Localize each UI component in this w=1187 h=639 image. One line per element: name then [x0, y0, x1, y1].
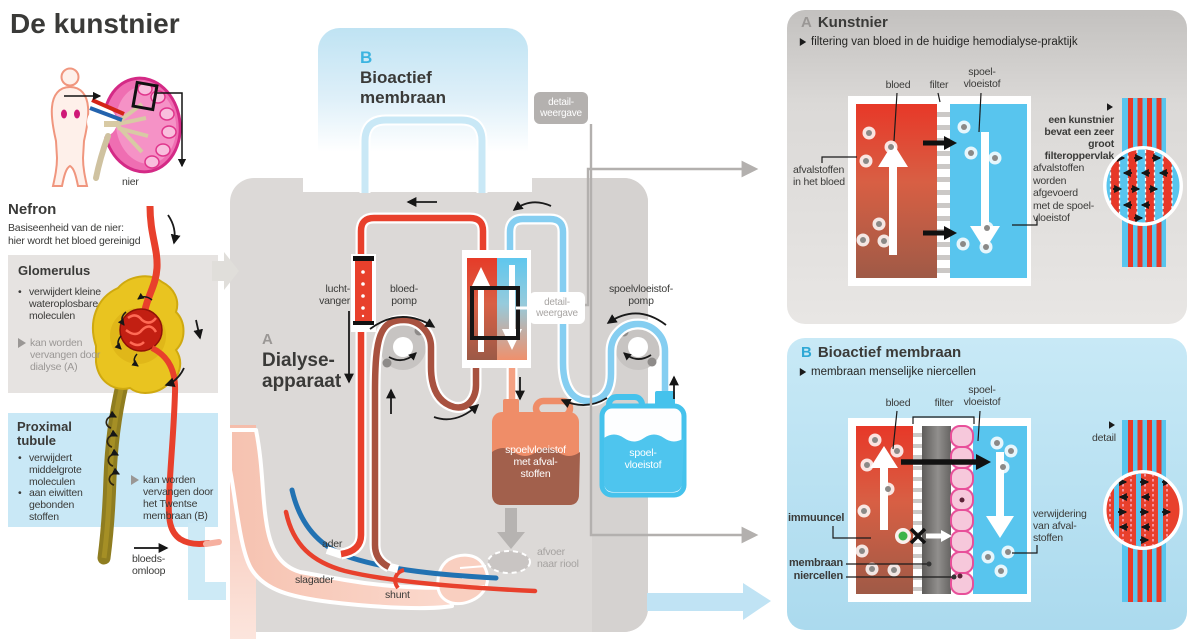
dialysate-pump-label: spoelvloeistof- pomp	[608, 283, 674, 307]
glomerulus-heading: Glomerulus	[18, 263, 91, 278]
blood-pump-label: bloed- pomp	[390, 283, 418, 307]
panel-a-right-note: afvalstoffen worden afgevoerd met de spo…	[1033, 162, 1095, 224]
panel-b-right-note: verwijdering van afval- stoffen	[1033, 508, 1087, 544]
bullet-icon: •	[18, 487, 22, 499]
panel-b-subtitle: membraan menselijke niercellen	[799, 366, 976, 378]
human-figure-illustration	[50, 67, 90, 187]
panel-a-bloed-label: bloed	[885, 79, 911, 91]
panel-a-left-note: afvalstoffen in het bloed	[793, 164, 845, 188]
kidney-zoom-box	[131, 80, 159, 112]
circulation-connector-horizontal	[188, 582, 226, 600]
detail-view-tag-filter: detail- weergave	[529, 292, 585, 324]
membrane-box-letter: B	[360, 48, 373, 67]
panel-b-membrane-column	[922, 426, 951, 594]
note-arrow-icon	[18, 338, 26, 348]
panel-b-dialysate-side	[973, 426, 1027, 594]
detail-arrow-icon	[1109, 421, 1115, 429]
panel-a-blood-side	[856, 104, 937, 278]
panel-b-letter: B	[801, 344, 812, 361]
machine-letter: A	[262, 331, 273, 348]
panel-b-bloed-label: bloed	[885, 397, 911, 409]
kidney-illustration	[64, 76, 187, 181]
panel-a-subtitle-text: filtering van bloed in de huidige hemodi…	[811, 36, 1078, 48]
panel-a-title: Kunstnier	[817, 14, 888, 31]
machine-title: Dialyse- apparaat	[262, 350, 342, 392]
shunt-label: shunt	[385, 589, 410, 601]
glomerulus-bullet-text: verwijdert kleine wateroplosbare molecul…	[29, 286, 101, 322]
dialysis-machine-right-strip	[592, 178, 648, 632]
proximal-bullet-1-text: verwijdert middelgrote moleculen	[29, 452, 82, 488]
vein-label: ader	[322, 538, 343, 550]
panel-b-spoelvloeistof-label: spoel- vloeistof	[963, 384, 1001, 408]
panel-b-membrane-dashes	[913, 426, 922, 594]
membrane-box-title: Bioactief membraan	[360, 68, 446, 107]
subtitle-arrow-icon	[799, 38, 807, 46]
subtitle-arrow-icon	[799, 368, 807, 376]
panel-a-filter-label: filter	[929, 79, 949, 91]
kidney-caption: nier	[122, 176, 139, 188]
glomerulus-note: kan worden vervangen door dialyse (A)	[18, 337, 118, 373]
air-trap-label: lucht- vanger	[319, 283, 350, 307]
machine-to-panel-b-arrow	[647, 583, 771, 620]
bullet-icon: •	[18, 452, 22, 464]
panel-a-letter: A	[801, 14, 812, 31]
panel-b-filter-label: filter	[934, 397, 954, 409]
proximal-bullet-2-text: aan eiwitten gebonden stoffen	[29, 487, 83, 523]
drain-label: afvoer naar riool	[537, 546, 579, 570]
panel-b-header: B Bioactief membraan	[801, 344, 961, 361]
clean-container-label: spoel- vloeistof	[624, 447, 662, 471]
glomerulus-bullet: • verwijdert kleine wateroplosbare molec…	[18, 286, 113, 322]
panel-a-filter-membrane	[937, 104, 950, 278]
panel-b-title: Bioactief membraan	[817, 344, 962, 361]
niercellen-label: niercellen	[793, 570, 844, 582]
panel-b-blood-side	[856, 426, 913, 594]
glomerulus-note-text: kan worden vervangen door dialyse (A)	[30, 337, 101, 373]
panel-a-subtitle: filtering van bloed in de huidige hemodi…	[799, 36, 1078, 48]
proximal-bullet-1: • verwijdert middelgrote moleculen	[18, 452, 108, 488]
detail-arrow-icon	[1107, 103, 1113, 111]
proximal-note-text: kan worden vervangen door het Twentse me…	[143, 474, 214, 522]
panel-b-subtitle-text: membraan menselijke niercellen	[811, 366, 976, 378]
proximal-heading: Proximal tubule	[17, 419, 72, 448]
immuuncel-label: immuuncel	[788, 512, 845, 524]
bloodloop-label: bloeds- omloop	[132, 553, 166, 577]
page-title: De kunstnier	[10, 8, 180, 39]
artery-label: slagader	[295, 574, 334, 586]
note-arrow-icon	[131, 475, 139, 485]
panel-b-detail-label: detail	[1092, 432, 1116, 444]
panel-a-header: A Kunstnier	[801, 14, 888, 31]
bullet-icon: •	[18, 286, 22, 298]
proximal-bullet-2: • aan eiwitten gebonden stoffen	[18, 487, 108, 523]
nefron-subtitle: Basiseenheid van de nier: hier wordt het…	[8, 222, 141, 247]
nefron-heading: Nefron	[8, 201, 57, 218]
membraan-label: membraan	[788, 557, 843, 569]
detail-view-tag-top: detail- weergave	[534, 92, 588, 124]
panel-a-detail-note: een kunstnier bevat een zeer groot filte…	[1044, 114, 1114, 162]
proximal-note: kan worden vervangen door het Twentse me…	[131, 474, 217, 522]
panel-a-spoelvloeistof-label: spoel- vloeistof	[963, 66, 1001, 90]
waste-container-label: spoelvloeistof met afval- stoffen	[505, 444, 566, 480]
